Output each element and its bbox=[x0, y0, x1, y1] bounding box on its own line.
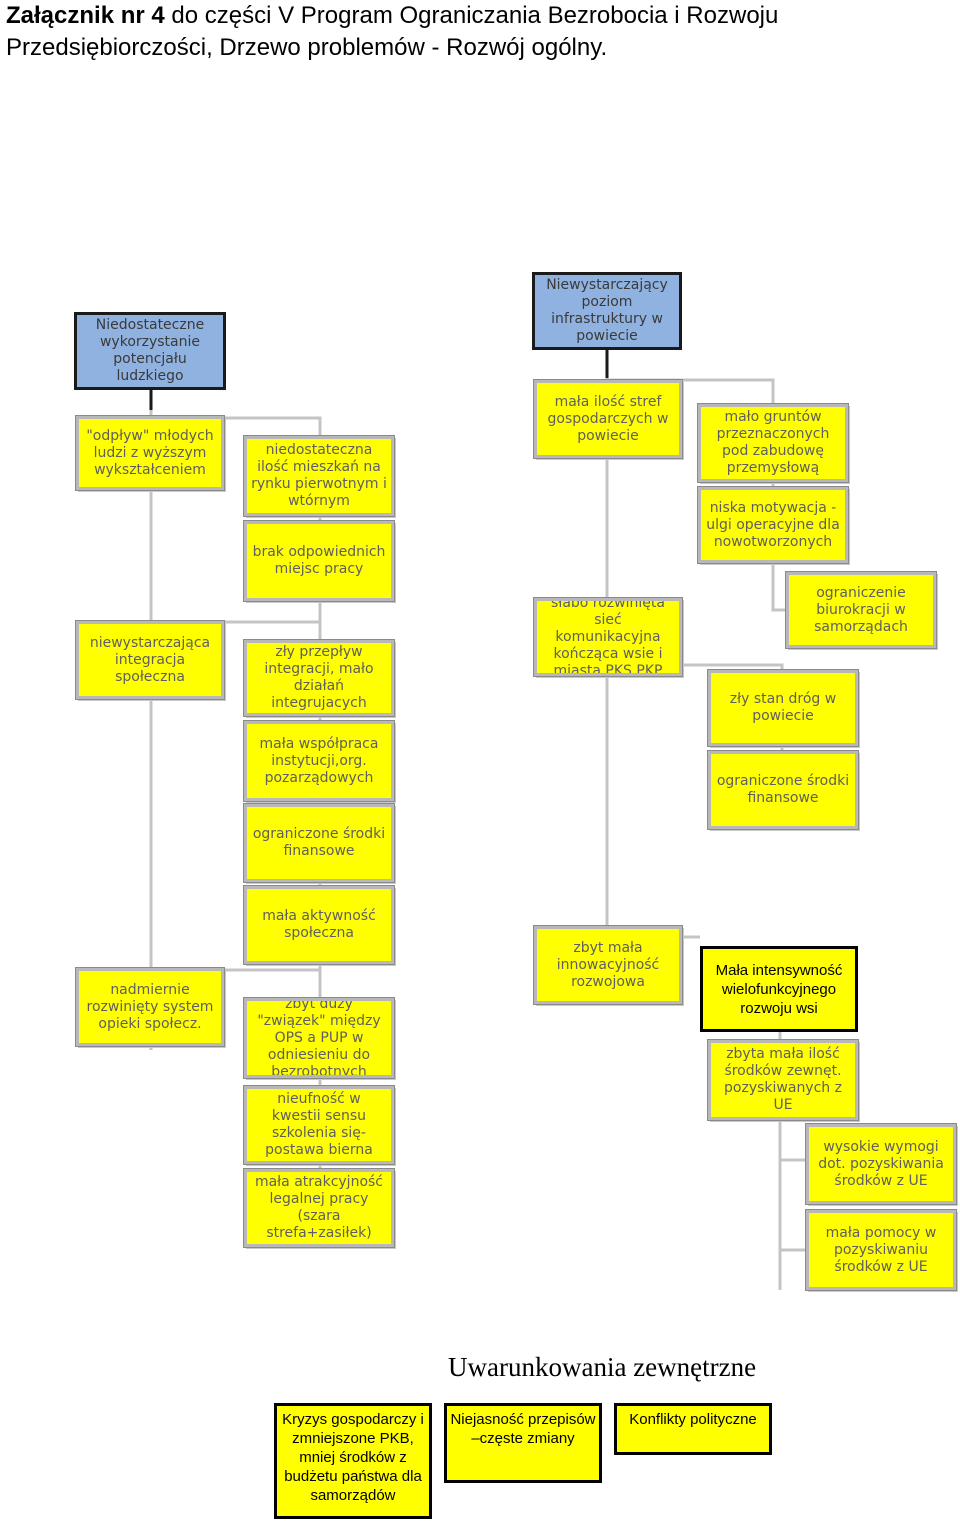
tree-node: zły stan dróg w powiecie bbox=[707, 669, 859, 747]
tree-node: "odpływ" młodych ludzi z wyższym wykszta… bbox=[75, 415, 225, 491]
tree-node-root-left: Niedostateczne wykorzystanie potencjału … bbox=[74, 312, 226, 390]
tree-node: zły przepływ integracji, mało działań in… bbox=[243, 639, 395, 717]
tree-node: mała aktywność społeczna bbox=[243, 885, 395, 965]
tree-node: brak odpowiednich miejsc pracy bbox=[243, 520, 395, 602]
tree-node: mała atrakcyjność legalnej pracy (szara … bbox=[243, 1168, 395, 1248]
external-title: Uwarunkowania zewnętrzne bbox=[448, 1352, 757, 1382]
title-line-1: do części V Program Ograniczania Bezrobo… bbox=[164, 2, 779, 29]
tree-node: zbyt duży "związek" między OPS a PUP w o… bbox=[243, 997, 395, 1079]
tree-node: nadmiernie rozwinięty system opieki społ… bbox=[75, 967, 225, 1047]
tree-node: wysokie wymogi dot. pozyskiwania środków… bbox=[805, 1123, 957, 1205]
external-item: Konflikty polityczne bbox=[614, 1403, 772, 1455]
external-item: Niejasność przepisów –częste zmiany bbox=[444, 1403, 602, 1483]
connector-right-ue bbox=[780, 1158, 806, 1252]
tree-node: mała pomocy w pozyskiwaniu środków z UE bbox=[805, 1209, 957, 1291]
tree-node: zbyt mała innowacyjność rozwojowa bbox=[533, 925, 683, 1005]
tree-node: niska motywacja -ulgi operacyjne dla now… bbox=[697, 486, 849, 564]
external-item: Kryzys gospodarczy i zmniejszone PKB, mn… bbox=[274, 1403, 432, 1519]
tree-node: mało gruntów przeznaczonych pod zabudowę… bbox=[697, 403, 849, 483]
tree-node: mała ilość stref gospodarczych w powieci… bbox=[533, 379, 683, 459]
tree-node: ograniczone środki finansowe bbox=[707, 750, 859, 830]
tree-node: ograniczone środki finansowe bbox=[243, 803, 395, 883]
tree-node: niewystarczająca integracja społeczna bbox=[75, 620, 225, 700]
title-bold: Załącznik nr 4 bbox=[6, 2, 165, 29]
tree-node: nieufność w kwestii sensu szkolenia się-… bbox=[243, 1085, 395, 1165]
tree-node-main-rural: Mała intensywność wielofunkcyjnego rozwo… bbox=[700, 946, 858, 1032]
page-title: Załącznik nr 4 do części V Program Ogran… bbox=[6, 0, 946, 64]
tree-node: mała współpraca instytucji,org. pozarząd… bbox=[243, 720, 395, 802]
tree-node: ograniczenie biurokracji w samorządach bbox=[785, 571, 937, 649]
tree-node: słabo rozwinięta sieć komunikacyjna końc… bbox=[533, 597, 683, 677]
tree-node: zbyta mała ilość środków zewnęt. pozyski… bbox=[707, 1039, 859, 1121]
tree-node-root-right: Niewystarczający poziom infrastruktury w… bbox=[532, 272, 682, 350]
tree-node: niedostateczna ilość mieszkań na rynku p… bbox=[243, 435, 395, 517]
title-line-2: Przedsiębiorczości, Drzewo problemów - R… bbox=[6, 34, 608, 61]
